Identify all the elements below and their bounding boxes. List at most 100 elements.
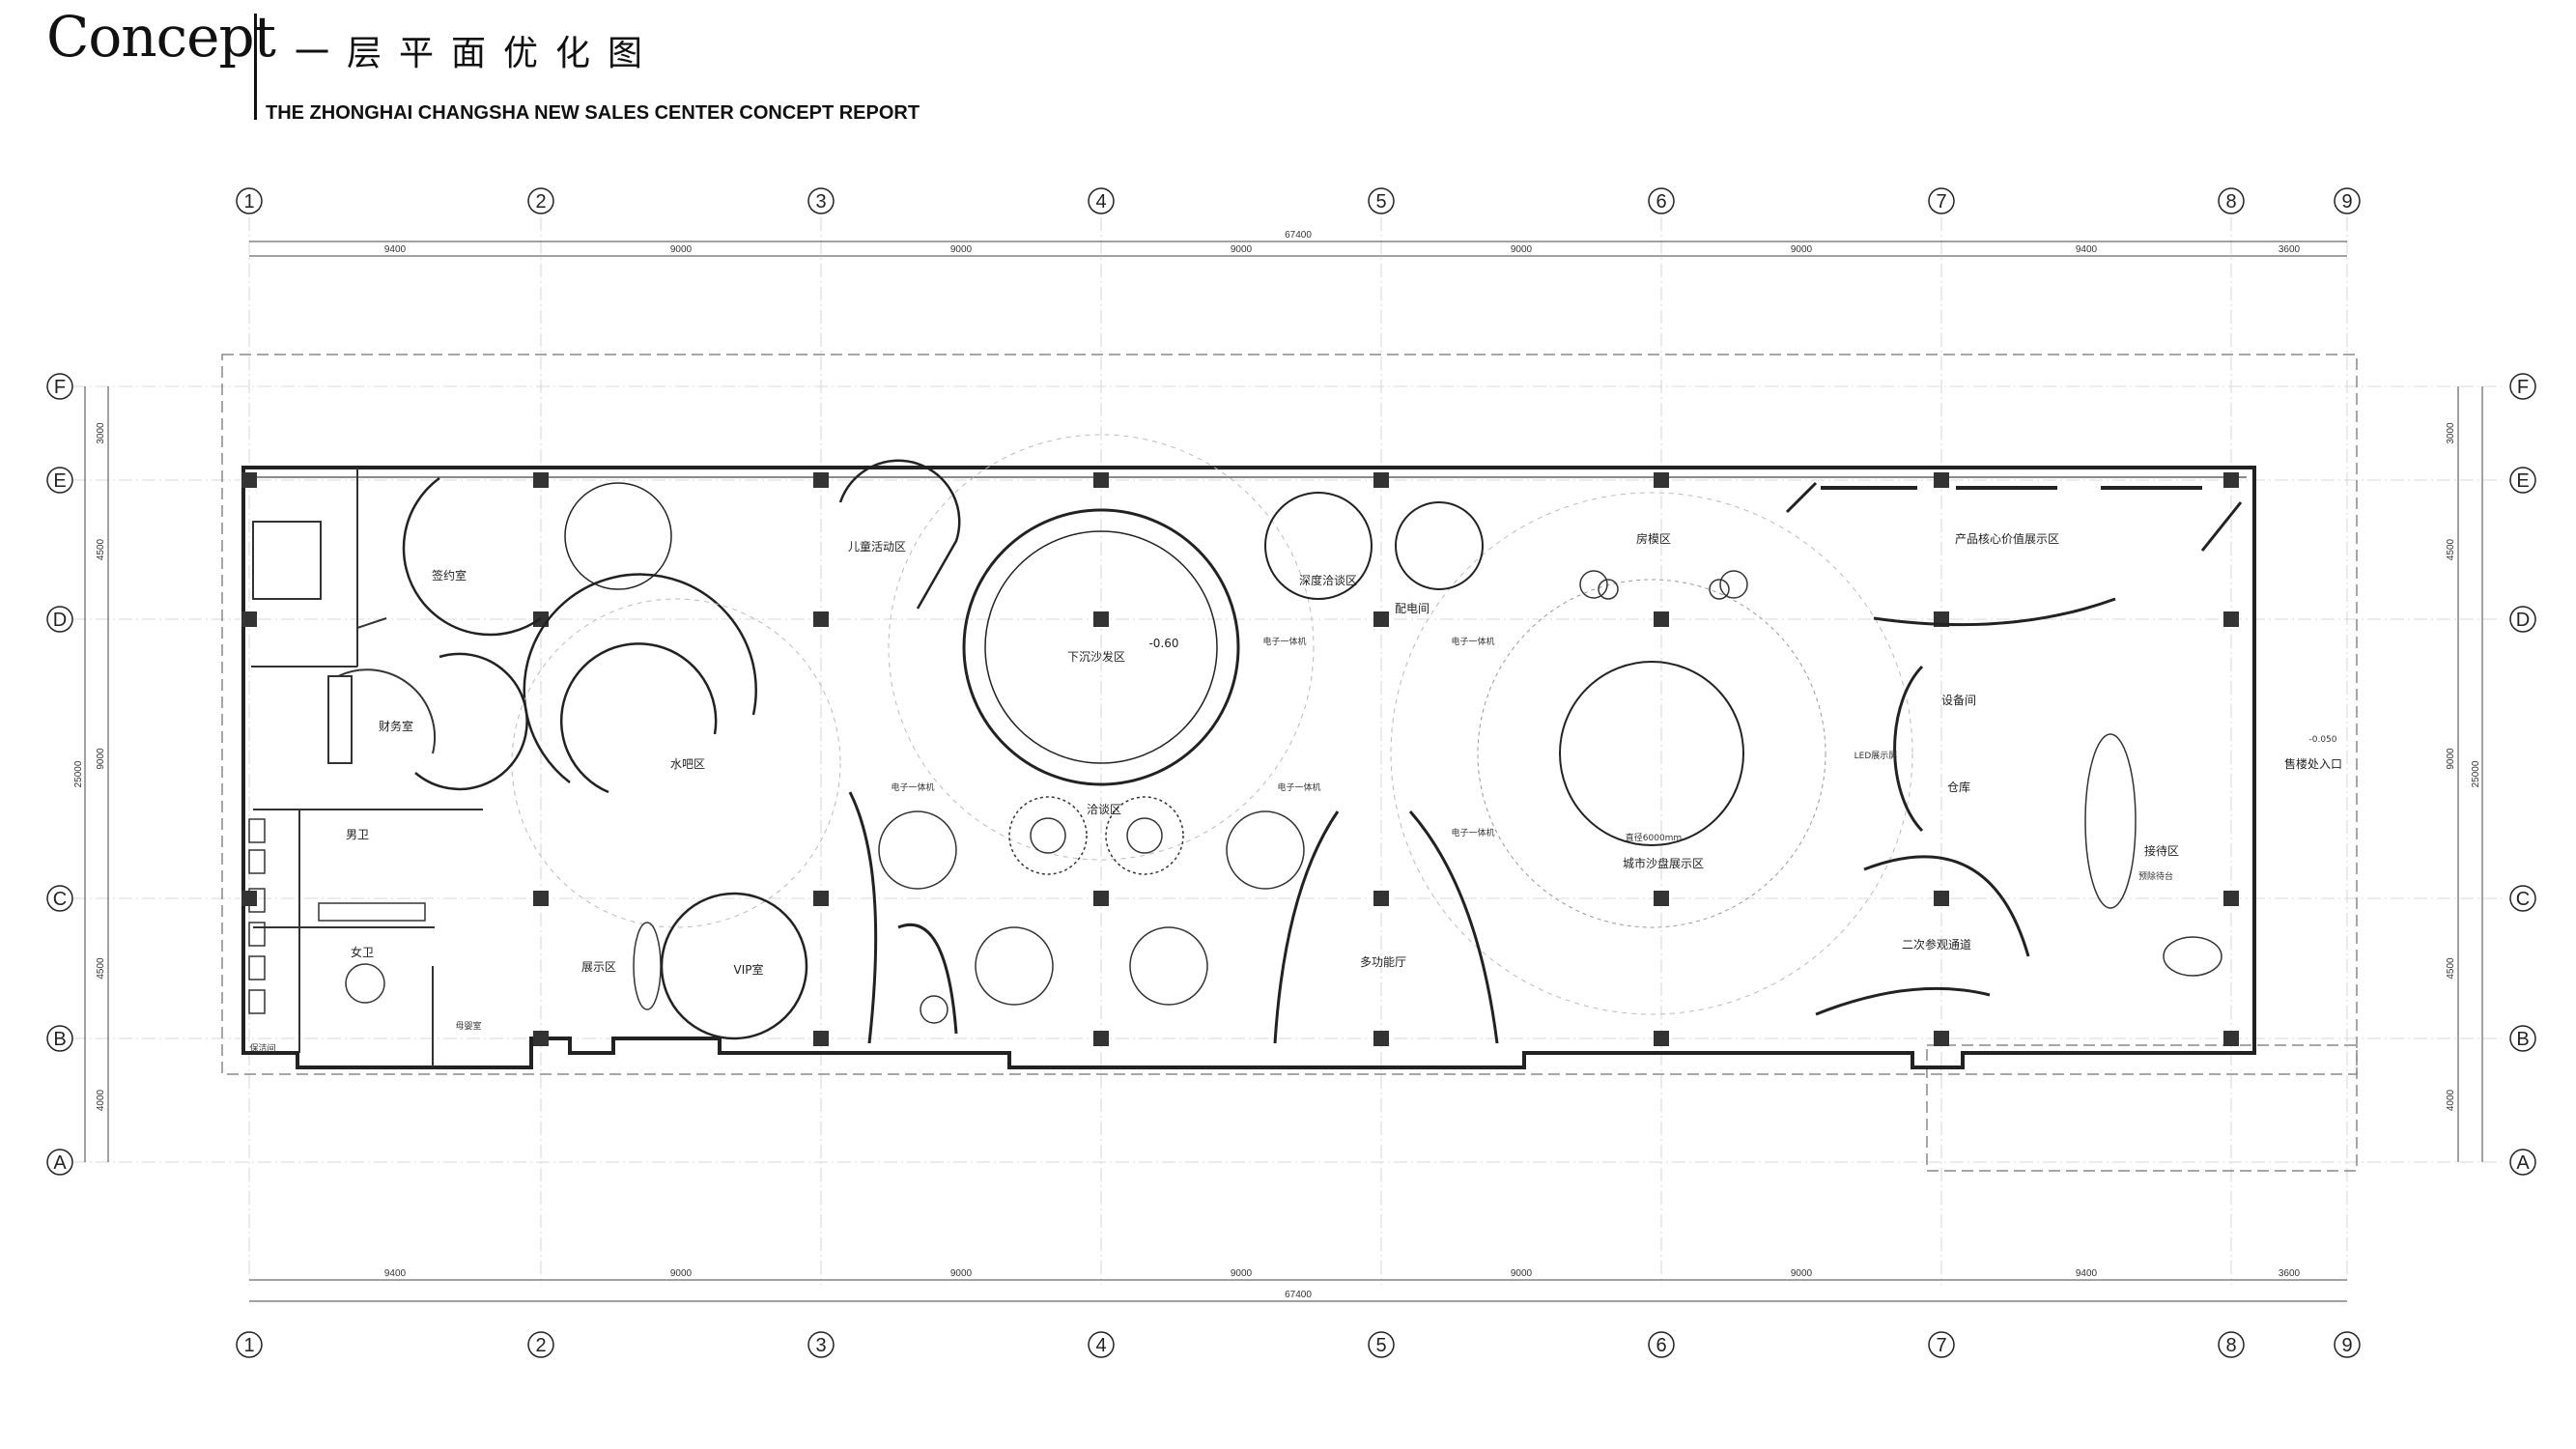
- grid-label-col: 1: [243, 1335, 254, 1356]
- header-divider: [254, 14, 257, 120]
- room-label-model-room: 房模区: [1636, 531, 1671, 546]
- dimension-span-vertical: 4500: [2446, 957, 2456, 980]
- column-post: [1373, 891, 1389, 906]
- column-post: [813, 891, 829, 906]
- spiral-stair: [511, 573, 841, 928]
- grid-bubble-col: [1368, 1331, 1395, 1358]
- grid-bubble-col: [1928, 187, 1955, 214]
- room-label-terminal: 电子一体机: [1277, 781, 1320, 793]
- grid-bubble-row: [2509, 1025, 2536, 1052]
- grid-label-col: 8: [2225, 191, 2236, 213]
- column-post: [2223, 891, 2239, 906]
- grid-label-col: 2: [535, 1335, 546, 1356]
- grid-label-col: 6: [1656, 191, 1666, 213]
- dimension-span: 9400: [384, 1268, 407, 1279]
- page-title: 一层平面优化图: [295, 34, 661, 73]
- grid-label-col: 3: [815, 1335, 826, 1356]
- grid-bubble-row: [2509, 467, 2536, 494]
- grid-bubble-col: [2334, 187, 2361, 214]
- room-label-product-value: 产品核心价值展示区: [1955, 531, 2059, 546]
- room-label-finance: 财务室: [379, 719, 413, 733]
- site-boundary: [221, 354, 2358, 1075]
- grid-bubble-row: [46, 606, 73, 633]
- grid-bubble-col: [527, 1331, 554, 1358]
- column-post: [533, 472, 549, 488]
- service-block: [251, 468, 483, 1067]
- dimension-total-vertical: 25000: [2471, 760, 2481, 787]
- grid-label-col: 9: [2341, 191, 2352, 213]
- room-label-reception: 接待区: [2144, 843, 2179, 858]
- column-post: [241, 891, 257, 906]
- grid-label-col: 9: [2341, 1335, 2352, 1356]
- dimension-span: 9000: [1791, 1268, 1813, 1279]
- grid-bubble-col: [236, 187, 263, 214]
- room-label-exhibition: 展示区: [581, 960, 616, 974]
- grid-bubble-col: [1928, 1331, 1955, 1358]
- dimension-span: 9400: [2076, 1268, 2098, 1279]
- column-post: [533, 891, 549, 906]
- column-post: [1093, 611, 1109, 627]
- dimension-span: 3600: [2279, 244, 2301, 255]
- grid-bubble-row: [2509, 1149, 2536, 1176]
- room-label-terminal: 电子一体机: [1451, 636, 1494, 647]
- grid-label-col: 1: [243, 191, 254, 213]
- grid-bubble-col: [236, 1331, 263, 1358]
- structural-columns: [241, 472, 2239, 1046]
- grid-bubble-row: [46, 373, 73, 400]
- grid-label-col: 4: [1095, 191, 1106, 213]
- dimension-span-vertical: 4500: [96, 957, 106, 980]
- column-post: [1654, 472, 1669, 488]
- column-post: [1934, 472, 1949, 488]
- room-label-women: 女卫: [351, 945, 374, 959]
- dimension-total-vertical: 25000: [73, 760, 84, 787]
- grid-bubble-col: [2218, 187, 2245, 214]
- dimension-total: 67400: [1285, 1290, 1312, 1300]
- room-label-sunken-level: -0.60: [1148, 637, 1178, 650]
- furniture-tables: [633, 570, 2222, 1024]
- room-label-power-room: 配电间: [1395, 602, 1430, 615]
- grid-label-col: 7: [1936, 1335, 1946, 1356]
- dimension-span: 9000: [950, 244, 973, 255]
- grid-label-row: B: [53, 1029, 66, 1050]
- room-label-terminal: 电子一体机: [1262, 636, 1306, 647]
- city-sandbox: [1390, 492, 1913, 1015]
- dimension-span: 3600: [2279, 1268, 2301, 1279]
- room-label-water-bar: 水吧区: [670, 757, 705, 771]
- dimension-span-vertical: 3000: [96, 422, 106, 444]
- grid-label-row: D: [53, 610, 67, 631]
- room-label-sign: 签约室: [432, 568, 467, 582]
- dimension-span: 9000: [670, 244, 693, 255]
- room-label-kids: 儿童活动区: [848, 539, 906, 554]
- dimension-span-vertical: 9000: [2446, 748, 2456, 770]
- room-label-vip: VIP室: [734, 962, 764, 977]
- room-label-entrance-level: -0.050: [2308, 735, 2336, 745]
- dimension-span: 9000: [1791, 244, 1813, 255]
- grid-bubble-col: [1088, 1331, 1115, 1358]
- grid-label-row: E: [2516, 470, 2529, 492]
- dimension-span-vertical: 9000: [96, 748, 106, 770]
- grid-label-col: 2: [535, 191, 546, 213]
- dimension-span-vertical: 4000: [2446, 1089, 2456, 1111]
- round-rooms: [402, 459, 1484, 1040]
- grid-bubble-col: [2334, 1331, 2361, 1358]
- column-post: [2223, 472, 2239, 488]
- room-label-reception-desk: 预除待台: [2138, 870, 2173, 882]
- column-post: [533, 1031, 549, 1046]
- header-concept: Concept: [46, 4, 276, 70]
- grid-label-row: C: [53, 889, 67, 910]
- page-subtitle: THE ZHONGHAI CHANGSHA NEW SALES CENTER C…: [266, 102, 920, 124]
- grid-label-row: A: [53, 1152, 67, 1174]
- grid-bubble-col: [2218, 1331, 2245, 1358]
- dimension-span: 9000: [670, 1268, 693, 1279]
- grid-label-col: 4: [1095, 1335, 1106, 1356]
- grid-bubble-row: [2509, 606, 2536, 633]
- sunken-sofa-area: [888, 434, 1315, 861]
- room-label-city-model: 城市沙盘展示区: [1623, 856, 1704, 870]
- column-post: [1093, 891, 1109, 906]
- column-post: [2223, 611, 2239, 627]
- grid-bubble-row: [46, 1149, 73, 1176]
- curved-walls: [848, 481, 2243, 1044]
- dimension-span: 9000: [1511, 244, 1533, 255]
